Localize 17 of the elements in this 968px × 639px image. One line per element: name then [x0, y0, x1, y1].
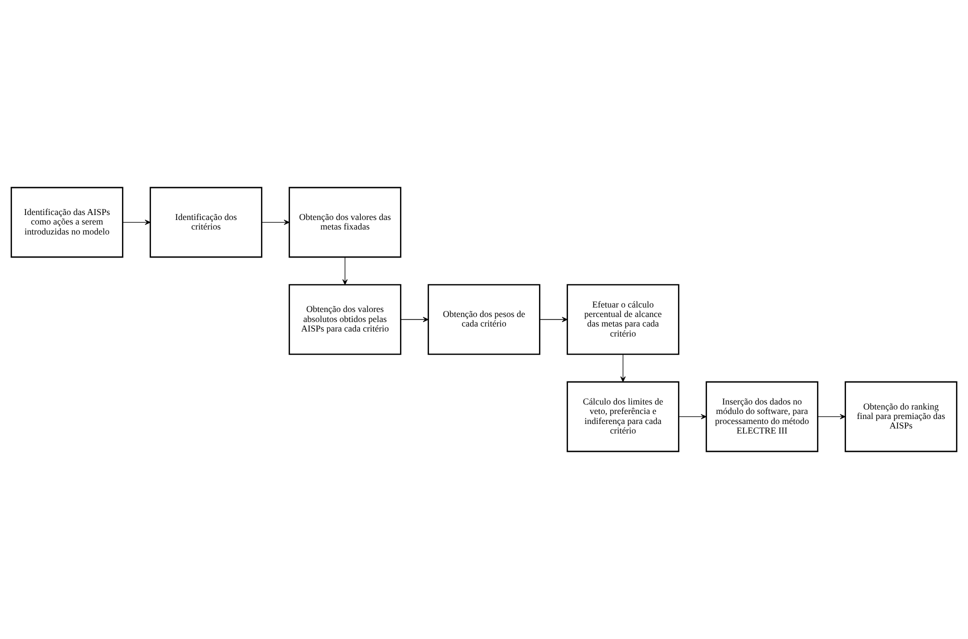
- arrow: [678, 414, 707, 420]
- node-box: Obtenção do ranking final para premiação das AISPs: [844, 381, 958, 452]
- node-box: Obtenção dos pesos de cada critério: [428, 284, 540, 355]
- node-box: Inserção dos dados no módulo do software, para processamento do método ELECTRE III: [706, 381, 818, 452]
- node-box: Efetuar o cálculo percentual de alcance das metas para cada critério: [566, 284, 680, 355]
- node-box: Cálculo dos limites de veto, preferência e indiferença para cada critério: [566, 381, 680, 452]
- node-box: Obtenção dos valores absolutos obtidos pelas AISPs para cada critério: [288, 284, 402, 355]
- arrow: [342, 256, 348, 285]
- node-box: Identificação das AISPs como ações a serem introduzidas no modelo: [10, 186, 124, 258]
- arrow: [261, 220, 290, 225]
- arrow: [539, 316, 568, 322]
- node-box: Obtenção dos valores das metas fixadas: [288, 186, 402, 258]
- arrow: [400, 316, 429, 322]
- arrow: [817, 414, 846, 420]
- node-box: Identificação dos critérios: [150, 186, 262, 258]
- arrow: [122, 220, 151, 225]
- arrow: [620, 354, 626, 382]
